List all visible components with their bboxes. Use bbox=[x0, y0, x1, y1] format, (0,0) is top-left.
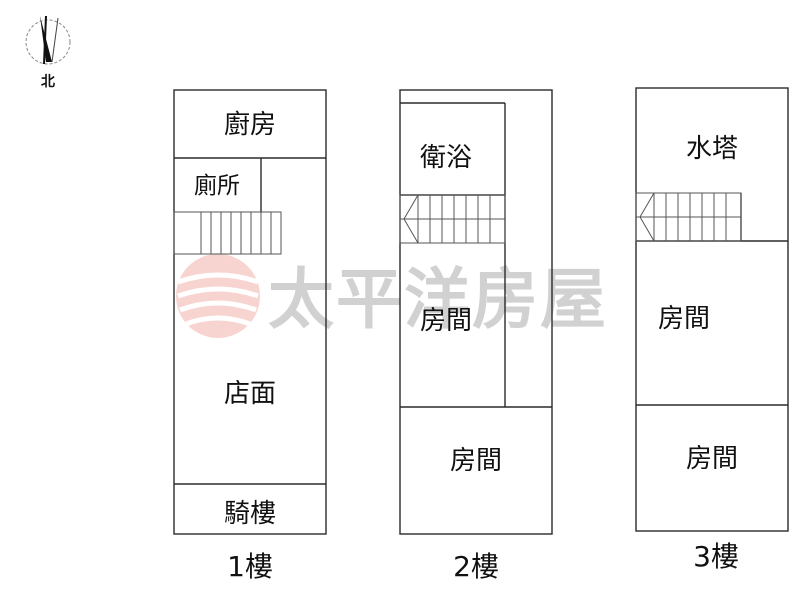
north-arrow-icon bbox=[25, 15, 71, 65]
room-toilet: 廁所 bbox=[194, 173, 240, 199]
room-bedroom: 房間 bbox=[450, 446, 502, 476]
room-bedroom: 房間 bbox=[420, 306, 472, 336]
floor-2-plan bbox=[399, 89, 553, 535]
room-bathroom: 衛浴 bbox=[420, 143, 472, 173]
room-arcade: 騎樓 bbox=[224, 499, 276, 529]
floor-3-plan bbox=[635, 87, 789, 532]
brand-logo-icon bbox=[176, 254, 260, 338]
room-water-tower: 水塔 bbox=[686, 134, 738, 164]
floor-label-2: 2樓 bbox=[453, 550, 499, 583]
room-shop: 店面 bbox=[224, 379, 276, 409]
floor-label-3: 3樓 bbox=[693, 540, 739, 573]
compass-label: 北 bbox=[41, 74, 55, 90]
staircase-icon bbox=[635, 192, 742, 242]
floor-1-plan bbox=[173, 89, 327, 535]
watermark-text: 太平洋房屋 bbox=[268, 260, 608, 338]
staircase-icon bbox=[173, 211, 282, 255]
room-bedroom: 房間 bbox=[658, 304, 710, 334]
staircase-icon bbox=[399, 194, 506, 244]
room-kitchen: 廚房 bbox=[224, 110, 276, 140]
room-bedroom: 房間 bbox=[686, 444, 738, 474]
floor-label-1: 1樓 bbox=[227, 550, 273, 583]
